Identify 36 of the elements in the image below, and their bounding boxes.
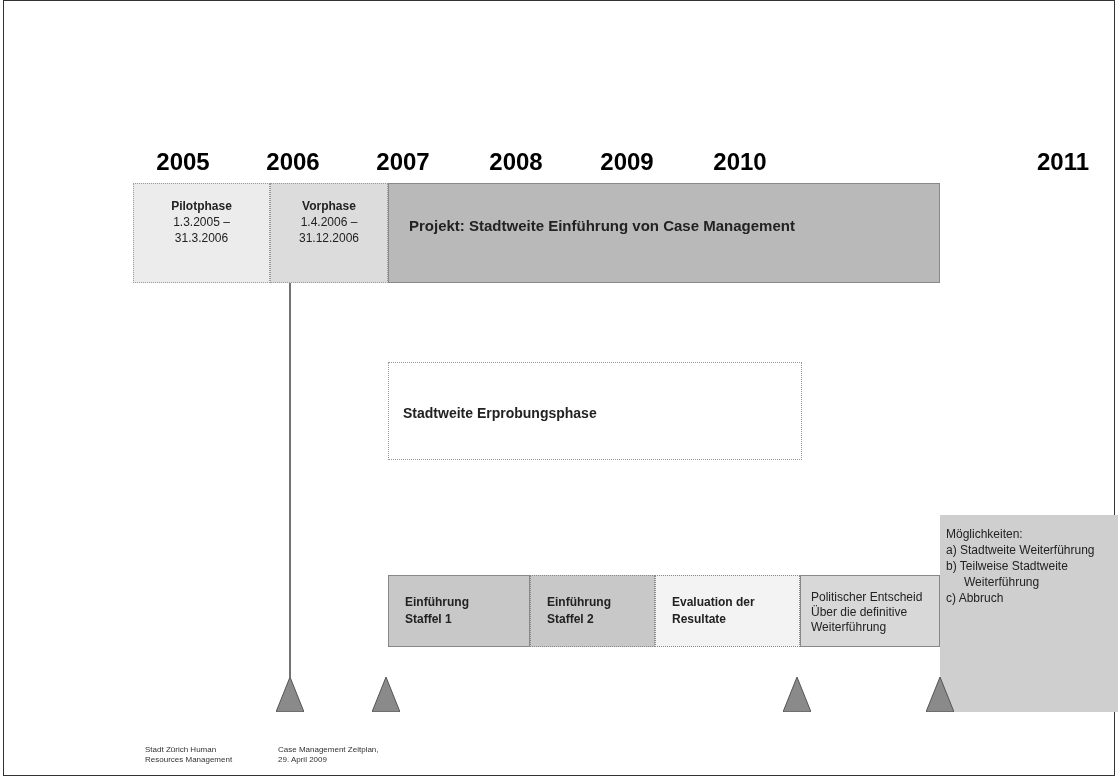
phase-text: Evaluation der Resultate	[672, 594, 756, 628]
year-label: 2011	[1035, 148, 1091, 176]
phase-text: Stadtweite Erprobungsphase	[403, 405, 598, 421]
year-label: 2008	[488, 148, 544, 176]
phase-title: Vorphase	[301, 198, 357, 214]
phase-bar	[530, 575, 655, 647]
project-title: Projekt: Stadtweite Einführung von Case Management	[409, 216, 796, 235]
date-range: 1.4.2006 – 31.12.2006	[297, 214, 361, 246]
milestone-triangle	[372, 677, 400, 712]
year-label: 2010	[712, 148, 768, 176]
decision-box	[800, 575, 940, 647]
phase-bar	[655, 575, 800, 647]
decision-text: Politischer Entscheid Über die definitive Weiterführung	[811, 590, 924, 635]
options-heading: Möglichkeiten:	[946, 526, 1024, 542]
phase-title: Pilotphase	[170, 198, 233, 214]
phase-text: Einführung Staffel 1	[405, 594, 470, 628]
phase-text: Einführung Staffel 2	[547, 594, 612, 628]
footer-note: Stadt Zürich Human Resources Management	[145, 745, 234, 765]
project-bar	[388, 183, 940, 283]
year-label: 2009	[599, 148, 655, 176]
milestone-triangle	[276, 677, 304, 712]
year-label: 2005	[155, 148, 211, 176]
year-label: 2007	[375, 148, 431, 176]
footer-note: Case Management Zeitplan, 29. April 2009	[278, 745, 380, 765]
phase-bar	[388, 575, 530, 647]
options-box	[940, 515, 1118, 712]
phase-bar	[270, 183, 388, 283]
connector-line	[289, 282, 291, 678]
option-item: c) Abbruch	[946, 590, 1005, 606]
date-range: 1.3.2005 – 31.3.2006	[172, 214, 231, 246]
phase-bar	[388, 362, 802, 460]
option-item: a) Stadtweite Weiterführung	[946, 542, 1096, 558]
milestone-triangle	[783, 677, 811, 712]
milestone-triangle	[926, 677, 954, 712]
phase-bar	[133, 183, 270, 283]
year-label: 2006	[265, 148, 321, 176]
